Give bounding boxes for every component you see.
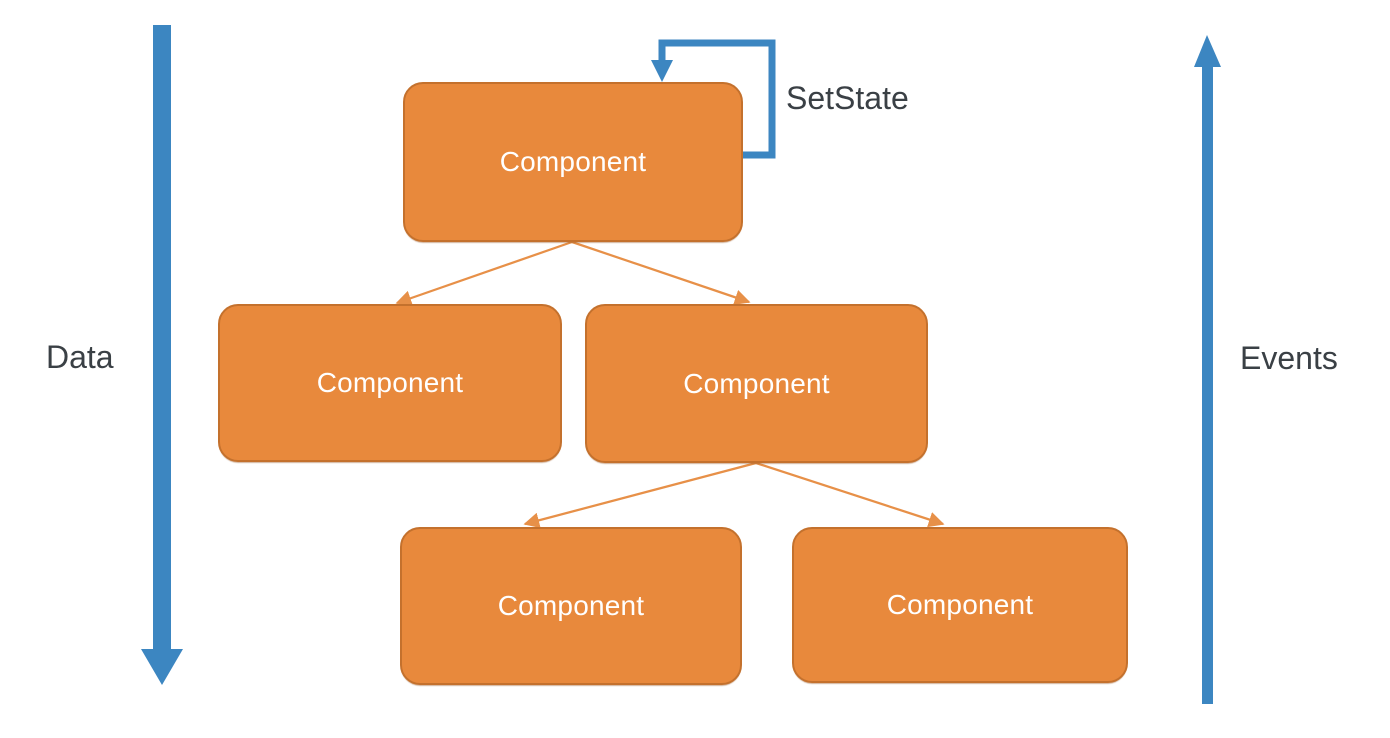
data-flow-down-arrow-icon [141, 25, 183, 685]
connector-root-to-child-right [571, 240, 751, 305]
connector-root-to-child-left [395, 240, 573, 306]
setstate-loop-arrowhead-icon [651, 60, 673, 82]
node-child-right-component: Component [585, 304, 928, 463]
node-grandchild-right-component: Component [792, 527, 1128, 683]
connector-child-right-to-grandchild-left [523, 461, 757, 528]
node-child-left-component-label: Component [316, 367, 464, 398]
connector-child-right-to-grandchild-right [755, 461, 945, 528]
data-flow-label: Data [46, 339, 114, 375]
events-flow-up-arrow-icon [1194, 35, 1221, 704]
events-flow-label: Events [1240, 340, 1338, 376]
node-child-right-component-label: Component [683, 367, 830, 399]
node-root-component: Component [403, 82, 743, 242]
setstate-label: SetState [786, 80, 909, 116]
node-grandchild-left-component-label: Component [497, 590, 645, 621]
node-grandchild-right-component-label: Component [886, 589, 1034, 620]
node-root-component-label: Component [499, 146, 647, 177]
setstate-loop-line [658, 39, 776, 159]
node-grandchild-left-component: Component [400, 527, 742, 685]
node-child-left-component: Component [218, 304, 562, 462]
